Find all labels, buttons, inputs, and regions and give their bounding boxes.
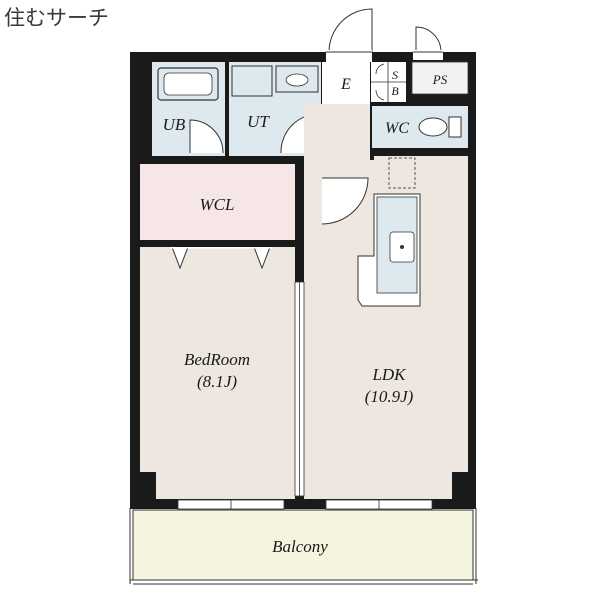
label-ut: UT	[247, 112, 270, 131]
balcony	[132, 509, 474, 581]
walk-in-closet	[140, 164, 298, 240]
ub-door-arc	[189, 119, 224, 154]
fridge-space	[388, 157, 416, 189]
ldk-corridor	[304, 104, 370, 176]
bedroom	[140, 247, 295, 499]
label-ps: PS	[432, 72, 448, 87]
ldk-door-arc	[321, 177, 369, 225]
ps-door-arc	[415, 26, 442, 53]
label-entrance: E	[340, 76, 351, 93]
washbasin-bowl	[285, 73, 309, 87]
shoe-box-door	[375, 89, 385, 101]
label-ldk-size: (10.9J)	[365, 387, 414, 406]
label-bedroom-size: (8.1J)	[197, 372, 237, 391]
label-wc: WC	[385, 120, 409, 137]
toilet-tank	[448, 116, 462, 138]
label-ldk-name: LDK	[371, 365, 407, 384]
label-ub: UB	[163, 115, 186, 134]
label-wcl: WCL	[200, 195, 235, 214]
label-sb-b: B	[391, 84, 399, 98]
pipe-space	[411, 61, 469, 95]
toilet-bowl	[418, 117, 448, 137]
entrance	[322, 62, 370, 104]
shoe-box-door	[375, 63, 385, 75]
bathtub-inner	[163, 72, 213, 96]
entrance-door-arc	[328, 8, 373, 53]
label-bedroom-name: BedRoom	[184, 350, 250, 369]
brand-logo: 住むサーチ	[4, 6, 109, 30]
label-balcony: Balcony	[272, 537, 328, 556]
washer-pan	[231, 65, 273, 97]
label-sb-s: S	[392, 68, 398, 82]
